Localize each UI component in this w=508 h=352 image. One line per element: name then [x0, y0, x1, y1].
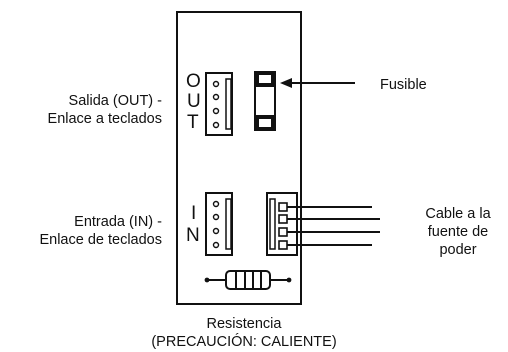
in-letter-n: N: [186, 225, 200, 246]
output-label-line1: Salida (OUT) -: [68, 93, 162, 109]
out-connector: [205, 72, 233, 136]
out-letter-u: U: [187, 91, 201, 112]
input-label-line2: Enlace de teclados: [39, 232, 162, 248]
power-cable-wires: [287, 206, 380, 246]
in-connector: [205, 192, 233, 256]
fuse-label: Fusible: [380, 77, 427, 93]
input-label: Entrada (IN) - Enlace de teclados: [39, 213, 162, 249]
power-connector: [266, 192, 298, 256]
input-label-line1: Entrada (IN) -: [74, 214, 162, 230]
cable-label-line2: fuente de: [427, 224, 489, 240]
resistor-label-line2: (PRECAUCIÓN: CALIENTE): [151, 334, 337, 350]
out-letter-t: T: [187, 112, 199, 133]
resistor: [204, 270, 292, 290]
fuse: [254, 71, 276, 131]
resistor-label: Resistencia (PRECAUCIÓN: CALIENTE): [114, 315, 374, 351]
cable-label-line1: Cable a la: [425, 206, 491, 222]
output-label: Salida (OUT) - Enlace a teclados: [48, 92, 162, 128]
fuse-arrow: [280, 78, 355, 88]
output-label-line2: Enlace a teclados: [47, 111, 162, 127]
out-letter-o: O: [186, 71, 201, 92]
cable-label: Cable a la fuente de poder: [408, 205, 508, 259]
cable-label-line3: poder: [439, 242, 477, 258]
circuit-board: [176, 11, 302, 305]
resistor-label-line1: Resistencia: [206, 316, 282, 332]
in-letter-i: I: [191, 203, 197, 224]
